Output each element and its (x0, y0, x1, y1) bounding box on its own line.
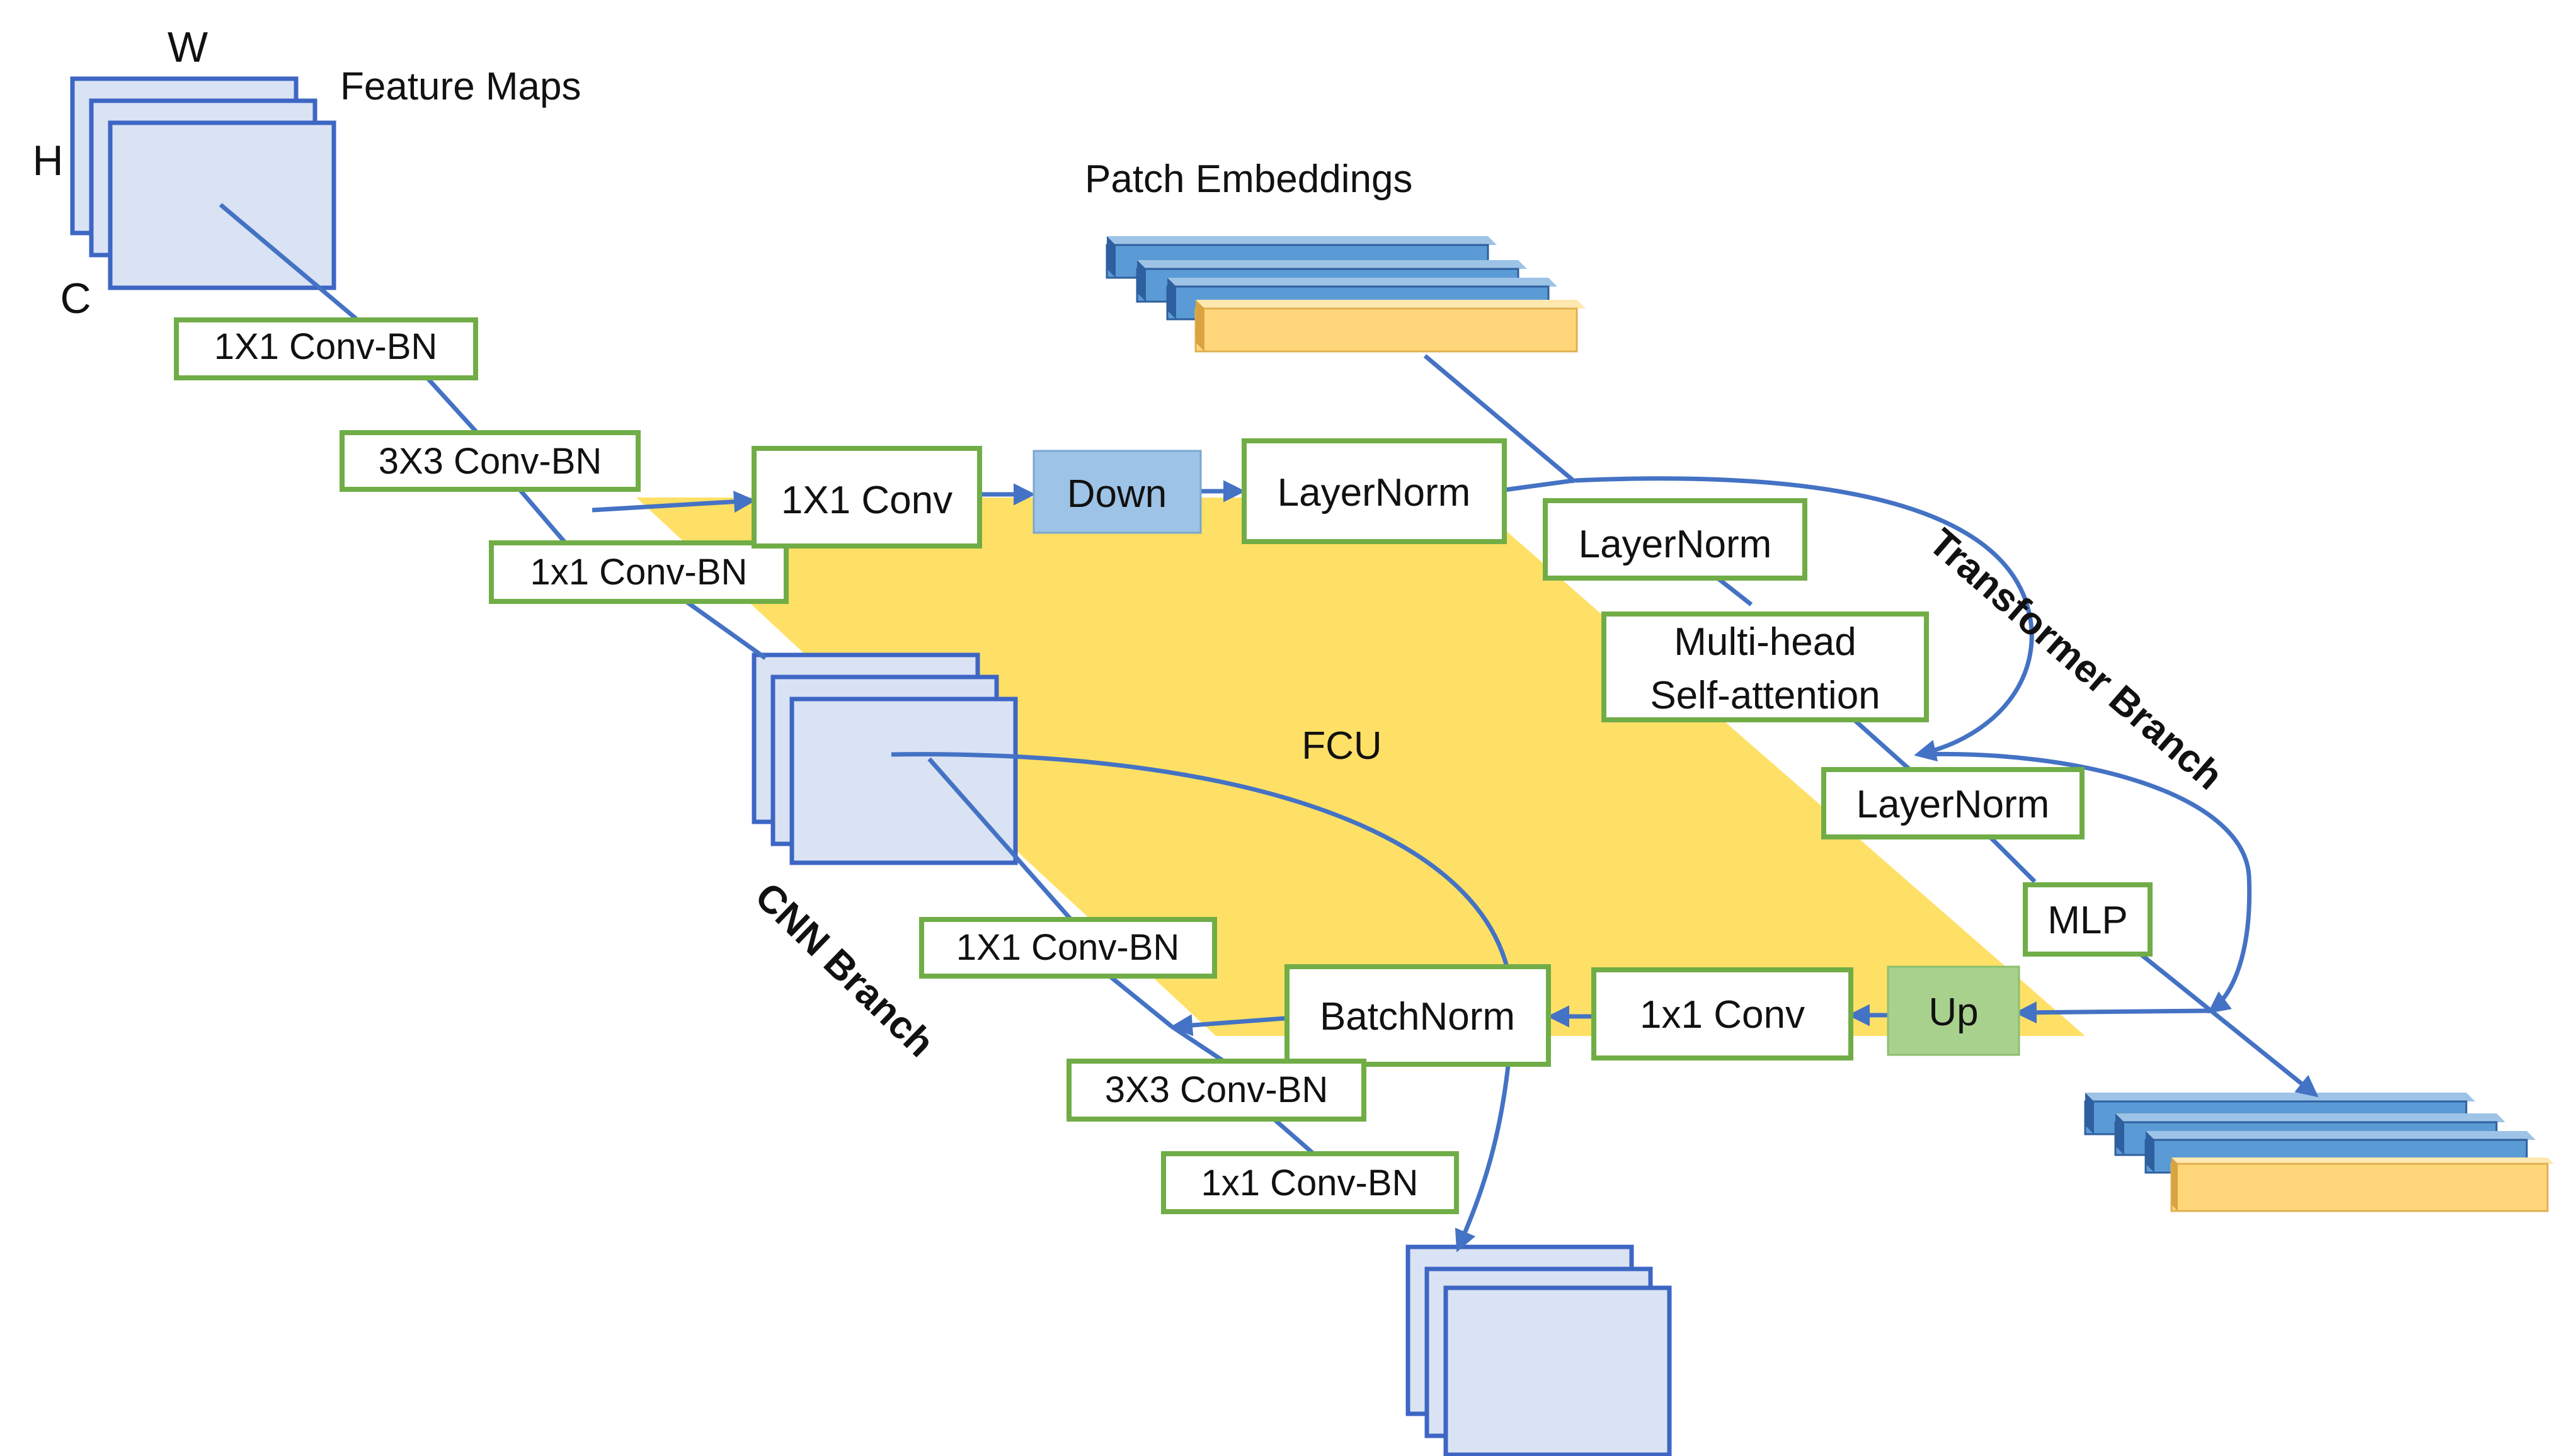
cnn-bottom-conv1-box (919, 917, 1217, 979)
batchnorm-label: BatchNorm (1320, 995, 1515, 1038)
up-box (1887, 965, 2020, 1056)
fcu-layernorm-label: LayerNorm (1278, 471, 1471, 515)
cnn-top-conv3-label: 1x1 Conv-BN (530, 552, 748, 593)
fcu-layernorm-box (1242, 438, 1507, 544)
cnn-bottom-conv3-box (1161, 1151, 1459, 1214)
fcu-conv-box (752, 446, 982, 549)
mlp-box (2023, 882, 2153, 957)
dim-h-label: H (32, 137, 63, 185)
fcu-up-conv-box (1591, 967, 1853, 1061)
cnn-top-conv3-box (489, 540, 789, 604)
mlp-label: MLP (2047, 899, 2127, 942)
dim-w-label: W (168, 23, 208, 71)
transformer-layernorm1-label: LayerNorm (1579, 523, 1772, 566)
cnn-bottom-conv3-label: 1x1 Conv-BN (1201, 1163, 1419, 1203)
cnn-bottom-conv2-label: 3X3 Conv-BN (1105, 1069, 1329, 1110)
fcu-conv-label: 1X1 Conv (781, 479, 952, 522)
attention-box (1601, 611, 1929, 722)
down-box (1033, 450, 1202, 534)
feature-maps-label: Feature Maps (340, 65, 581, 108)
transformer-layernorm1-box (1543, 498, 1807, 581)
up-label: Up (1928, 991, 1978, 1034)
input-feature-maps (70, 76, 336, 290)
down-label: Down (1067, 472, 1167, 516)
attention-label-line1: Multi-head (1674, 620, 1856, 664)
fcu-up-conv-label: 1x1 Conv (1640, 993, 1805, 1037)
batchnorm-box (1284, 964, 1551, 1067)
cnn-top-conv1-label: 1X1 Conv-BN (214, 326, 438, 367)
input-patch-embeddings (1106, 236, 1586, 353)
cnn-bottom-conv1-label: 1X1 Conv-BN (956, 927, 1180, 968)
cnn-branch-label: CNN Branch (747, 874, 942, 1065)
dim-c-label: C (60, 275, 91, 322)
patch-embeddings-label: Patch Embeddings (1085, 157, 1412, 201)
cnn-bottom-conv2-box (1067, 1059, 1366, 1122)
cnn-output-feature-maps (1405, 1244, 1672, 1456)
transformer-layernorm2-box (1821, 767, 2085, 839)
fcu-band (636, 498, 2085, 1036)
fcu-label: FCU (1301, 724, 1381, 768)
cnn-mid-feature-maps (752, 652, 1018, 865)
cnn-top-conv2-box (340, 430, 641, 492)
transformer-layernorm2-label: LayerNorm (1856, 783, 2050, 826)
output-patch-embeddings (2084, 1093, 2554, 1212)
attention-label-line2: Self-attention (1650, 674, 1880, 717)
cnn-top-conv1-box (174, 317, 478, 380)
cnn-top-conv2-label: 3X3 Conv-BN (379, 441, 602, 482)
